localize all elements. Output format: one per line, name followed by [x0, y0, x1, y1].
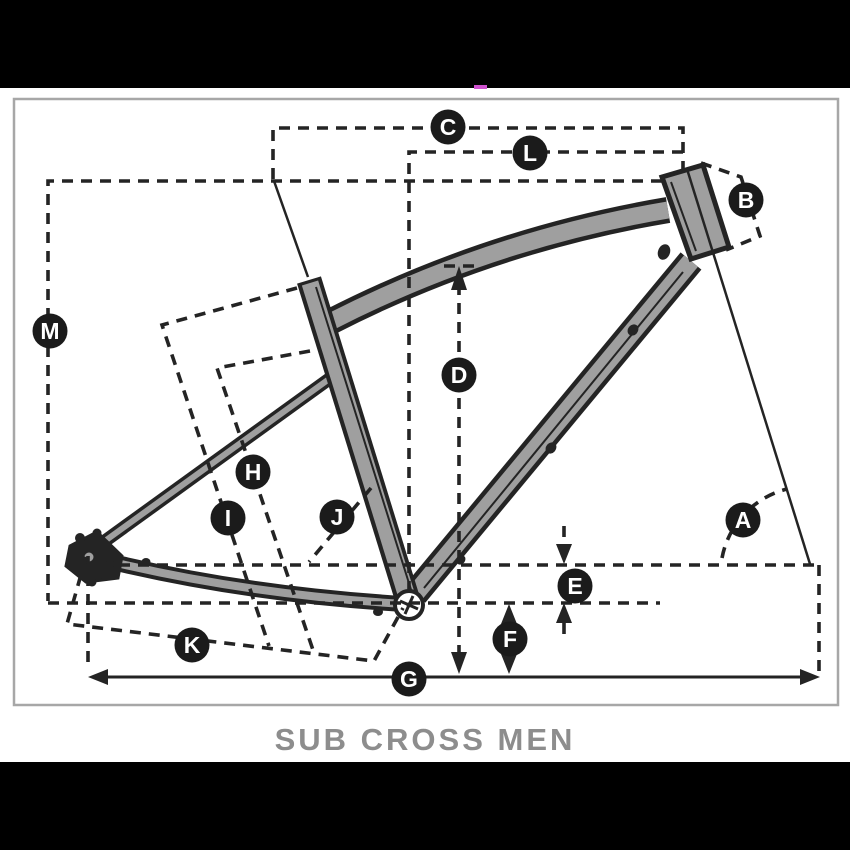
arrow-left: [88, 669, 108, 685]
svg-text:M: M: [40, 318, 59, 344]
measure-line-m: [46, 179, 662, 601]
measure-line-k: [64, 556, 405, 663]
label-d: D: [441, 357, 477, 393]
wheelbase-line: [88, 669, 820, 685]
accent-dash: [474, 85, 487, 89]
measure-line-c: [271, 126, 685, 179]
label-l: L: [512, 135, 548, 171]
measurement-lines: [46, 126, 821, 672]
measure-line-i: [159, 286, 298, 647]
bottom-black-bar: [0, 762, 850, 850]
svg-text:G: G: [400, 666, 418, 692]
top-black-bar: [0, 0, 850, 88]
arrow-right: [800, 669, 820, 685]
svg-text:C: C: [440, 114, 457, 140]
svg-text:B: B: [738, 187, 755, 213]
svg-text:I: I: [225, 505, 231, 531]
label-m: M: [32, 313, 68, 349]
bottom-bracket: [393, 589, 425, 621]
measure-line-b: [700, 161, 763, 252]
bike-frame: [64, 161, 733, 621]
label-b: B: [728, 182, 764, 218]
svg-text:D: D: [451, 362, 468, 388]
diagram-box: [12, 97, 840, 707]
label-k: K: [174, 627, 210, 663]
svg-text:K: K: [184, 632, 201, 658]
arrow-f-down: [501, 654, 517, 674]
svg-text:L: L: [523, 140, 537, 166]
arrow-e-up: [556, 603, 572, 623]
arrow-d-down: [451, 652, 467, 674]
arrow-e-down: [556, 544, 572, 564]
cable-stop: [657, 244, 671, 260]
label-h: H: [235, 454, 271, 490]
svg-text:F: F: [503, 626, 517, 652]
label-e: E: [557, 568, 593, 604]
label-f: F: [492, 621, 528, 657]
svg-text:H: H: [245, 459, 262, 485]
measure-line-l: [407, 150, 683, 596]
label-g: G: [391, 661, 427, 697]
svg-text:E: E: [567, 573, 582, 599]
measurement-labels: A B C D E F G HI J K L M: [32, 109, 764, 697]
svg-text:A: A: [735, 507, 752, 533]
head-axis-line: [685, 168, 812, 565]
svg-text:J: J: [331, 504, 344, 530]
seat-axis-line: [272, 180, 310, 278]
label-j: J: [319, 499, 355, 535]
label-c: C: [430, 109, 466, 145]
arrowheads: [451, 266, 572, 674]
label-i: I: [210, 500, 246, 536]
diagram-title: SUB CROSS MEN: [274, 722, 576, 757]
measure-line-h: [214, 349, 315, 651]
arrow-d-up: [451, 266, 467, 290]
arrow-f-up: [501, 604, 517, 624]
label-a: A: [725, 502, 761, 538]
